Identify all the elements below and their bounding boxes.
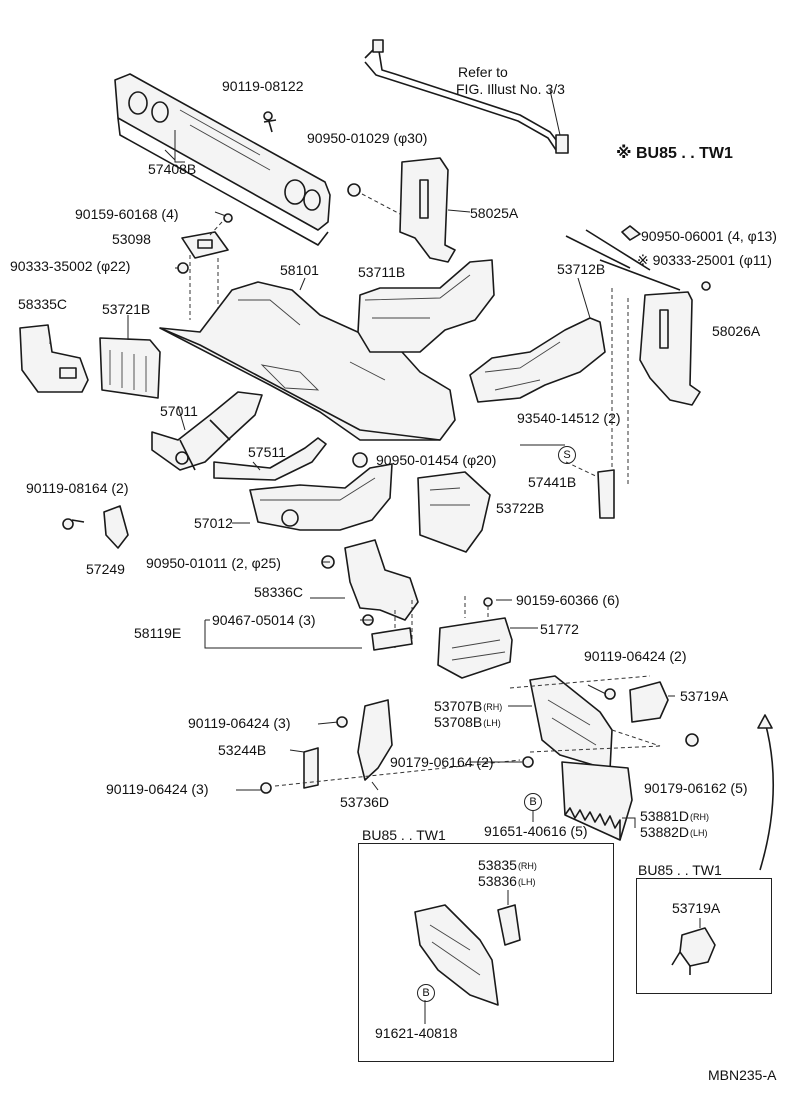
label-90119-08122: 90119-08122 bbox=[222, 78, 304, 94]
variant-header: ※ BU85 . . TW1 bbox=[616, 145, 733, 162]
bolt-90159-60366-drawing bbox=[483, 597, 493, 607]
inset1-title: BU85 . . TW1 bbox=[362, 827, 446, 843]
part-53707b-drawing bbox=[529, 675, 613, 771]
part-51772-drawing bbox=[437, 617, 513, 679]
clip-90179-06162-drawing bbox=[685, 733, 699, 747]
label-53882d: 53882D(LH) bbox=[640, 824, 708, 840]
label-90159-60168: 90159-60168 (4) bbox=[75, 206, 179, 222]
refer-note-line2: FIG. Illust No. 3/3 bbox=[456, 81, 565, 97]
label-53722b: 53722B bbox=[496, 500, 545, 516]
part-58025a-drawing bbox=[399, 157, 471, 263]
label-57011: 57011 bbox=[160, 403, 198, 419]
part-53711b-drawing bbox=[357, 259, 495, 353]
part-57249-drawing bbox=[62, 505, 129, 549]
leader-s bbox=[565, 461, 601, 479]
part-58101-drawing bbox=[159, 277, 456, 441]
plug-90950-01454-drawing bbox=[352, 452, 368, 468]
symbol-b-inset: B bbox=[417, 984, 435, 1002]
label-57441b: 57441B bbox=[528, 474, 577, 490]
label-90467-05014: 90467-05014 (3) bbox=[212, 612, 316, 628]
part-53835-drawing bbox=[414, 890, 521, 1006]
label-57012: 57012 bbox=[194, 515, 233, 531]
label-53721b: 53721B bbox=[102, 301, 151, 317]
label-58025a: 58025A bbox=[470, 205, 519, 221]
label-90119-06424-3b: 90119-06424 (3) bbox=[106, 781, 209, 797]
brake-pipe-drawing bbox=[364, 39, 569, 154]
label-90179-06162: 90179-06162 (5) bbox=[644, 780, 748, 796]
label-53711b: 53711B bbox=[358, 264, 406, 280]
part-58119e-drawing bbox=[371, 627, 413, 651]
label-58335c: 58335C bbox=[18, 296, 68, 312]
label-53098: 53098 bbox=[112, 231, 151, 247]
label-53707b: 53707B(RH) bbox=[434, 698, 503, 714]
diagram-code: MBN235-A bbox=[708, 1067, 777, 1083]
label-90119-08164: 90119-08164 (2) bbox=[26, 480, 129, 496]
label-58026a: 58026A bbox=[712, 323, 761, 339]
label-91621-40818: 91621-40818 bbox=[375, 1025, 458, 1041]
rh-mark: (RH) bbox=[483, 702, 503, 712]
leader-lines bbox=[49, 149, 675, 1024]
label-90119-06424-2: 90119-06424 (2) bbox=[584, 648, 687, 664]
part-58335c-drawing bbox=[19, 324, 89, 393]
label-90119-06424-3a: 90119-06424 (3) bbox=[188, 715, 291, 731]
label-53836: 53836(LH) bbox=[478, 873, 536, 889]
symbol-b: B bbox=[524, 793, 542, 811]
part-53719a-inset-drawing bbox=[671, 918, 716, 975]
label-53712b: 53712B bbox=[557, 261, 606, 277]
label-51772: 51772 bbox=[540, 621, 579, 637]
leader-flap-set bbox=[509, 675, 661, 753]
label-90333-25001: ※ 90333-25001 (φ11) bbox=[637, 252, 772, 268]
label-93540-14512: 93540-14512 (2) bbox=[517, 410, 621, 426]
label-57249: 57249 bbox=[86, 561, 125, 577]
label-90159-60366: 90159-60366 (6) bbox=[516, 592, 620, 608]
part-53721b-drawing bbox=[99, 337, 161, 399]
part-57012-drawing bbox=[249, 463, 393, 531]
view-arrow bbox=[759, 721, 774, 871]
symbol-s: S bbox=[558, 446, 576, 464]
label-53881d: 53881D(RH) bbox=[640, 808, 710, 824]
label-90950-01011: 90950-01011 (2, φ25) bbox=[146, 555, 281, 571]
plug-90333-35002-drawing bbox=[177, 262, 189, 274]
part-53881d-drawing bbox=[561, 761, 633, 841]
label-57511: 57511 bbox=[248, 444, 286, 460]
part-53712b-drawing bbox=[469, 277, 606, 403]
label-58119e: 58119E bbox=[134, 625, 182, 641]
frame-rail-drawing bbox=[565, 229, 681, 291]
label-53244b: 53244B bbox=[218, 742, 267, 758]
label-57408b: 57408B bbox=[148, 161, 197, 177]
label-90950-01454: 90950-01454 (φ20) bbox=[376, 452, 497, 468]
label-91651-40616: 91651-40616 (5) bbox=[484, 823, 588, 839]
part-57408b-drawing bbox=[114, 73, 331, 246]
label-53708b: 53708B(LH) bbox=[434, 714, 501, 730]
part-57511-drawing bbox=[213, 437, 327, 481]
part-53719a-drawing bbox=[629, 681, 669, 723]
part-58336c-drawing bbox=[344, 539, 419, 621]
label-53835: 53835(RH) bbox=[478, 857, 537, 873]
label-58336c: 58336C bbox=[254, 584, 304, 600]
inset2-title: BU85 . . TW1 bbox=[638, 862, 722, 878]
label-58101: 58101 bbox=[280, 262, 319, 278]
label-90179-06164: 90179-06164 (2) bbox=[390, 754, 494, 770]
label-90333-35002: 90333-35002 (φ22) bbox=[10, 258, 131, 274]
part-53098-drawing bbox=[181, 213, 233, 259]
lh-mark: (LH) bbox=[483, 718, 501, 728]
clip-90950-01029-drawing bbox=[347, 183, 361, 197]
part-57011-drawing bbox=[151, 391, 263, 471]
part-57441b-drawing bbox=[597, 469, 615, 519]
part-53736d-drawing bbox=[357, 699, 393, 781]
part-53722b-drawing bbox=[417, 471, 491, 553]
inset2-box bbox=[636, 878, 772, 994]
label-53736d: 53736D bbox=[340, 794, 390, 810]
label-90950-01029: 90950-01029 (φ30) bbox=[307, 130, 428, 146]
label-90950-06001: 90950-06001 (4, φ13) bbox=[641, 228, 777, 244]
label-53719a-inset: 53719A bbox=[672, 900, 721, 916]
label-53719a: 53719A bbox=[680, 688, 729, 704]
part-58026a-drawing bbox=[639, 291, 701, 406]
refer-note-line1: Refer to bbox=[458, 64, 508, 80]
inset1-box bbox=[358, 843, 614, 1062]
part-53244b-drawing bbox=[303, 747, 319, 789]
